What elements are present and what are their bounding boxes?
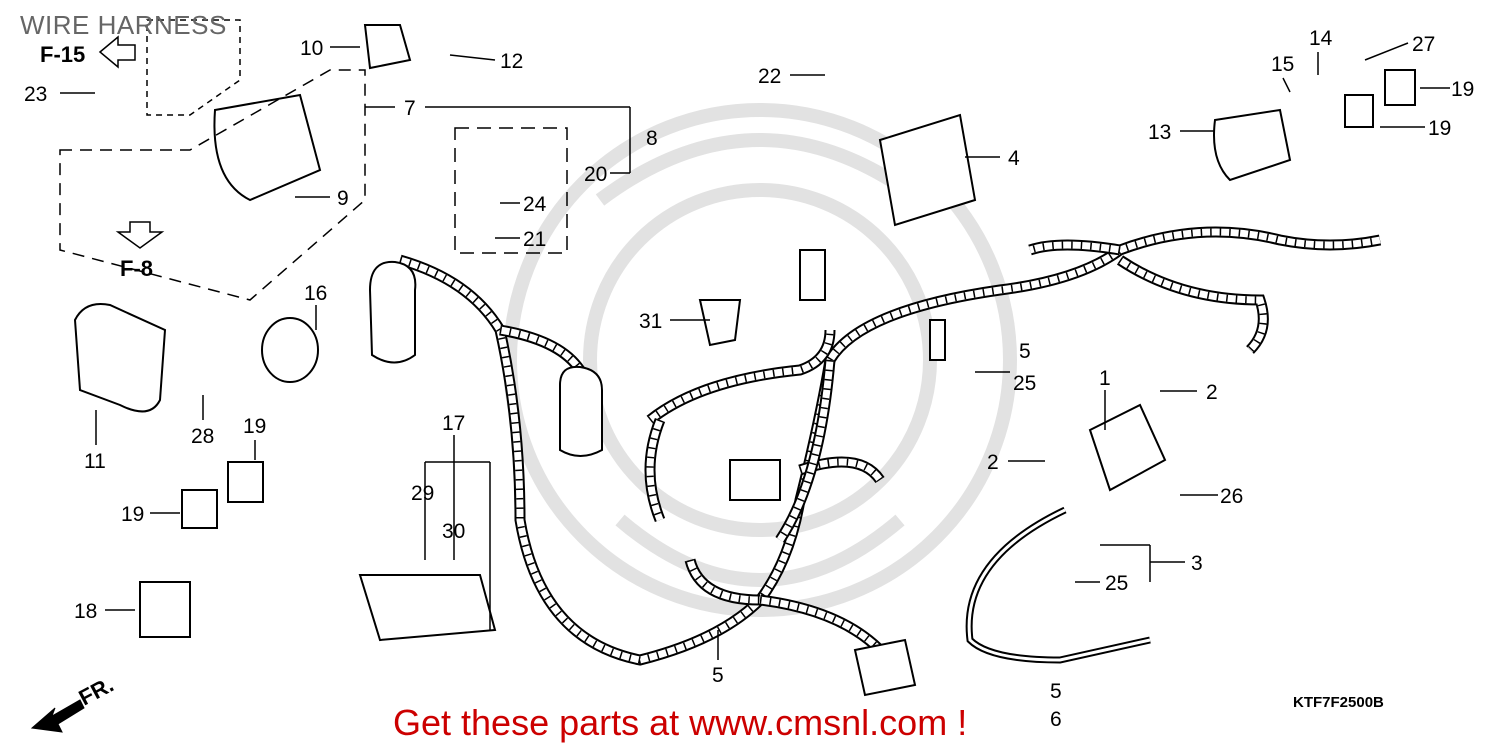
condenser-part [559,365,603,457]
part-callout-19[interactable]: 19 [1428,117,1451,140]
starter-relay-part [1088,403,1167,492]
clamp-5-part [929,319,946,361]
assembly-outline [59,69,366,301]
part-callout-20[interactable]: 20 [584,163,607,186]
promo-link[interactable]: Get these parts at www.cmsnl.com ! [393,702,968,743]
part-callout-22[interactable]: 22 [758,65,781,88]
wire-harness-drawing [398,226,1382,666]
clamp-31-part [698,299,742,347]
part-callout-14[interactable]: 14 [1309,27,1333,50]
part-callout-30[interactable]: 30 [442,520,465,543]
grommet-10-part [363,24,412,70]
part-callout-12[interactable]: 12 [500,50,523,73]
part-callout-28[interactable]: 28 [191,425,214,448]
connector-5-part [853,638,917,697]
leader-line [1282,77,1291,93]
part-callout-5[interactable]: 5 [712,664,724,687]
page-reference-F-8[interactable]: F-8 [120,256,153,281]
page-reference-F-15[interactable]: F-15 [40,42,85,67]
part-callout-5[interactable]: 5 [1050,680,1062,703]
part-callout-3[interactable]: 3 [1191,552,1203,575]
coupler-part [799,249,826,301]
part-callout-2[interactable]: 2 [987,451,999,474]
part-callout-19[interactable]: 19 [1451,78,1474,101]
fuse-box-part [358,574,497,642]
part-callout-1[interactable]: 1 [1099,367,1111,390]
part-callout-29[interactable]: 29 [411,482,434,505]
relay-19-part [1384,69,1416,106]
relay-19-part [227,461,264,503]
arrow-left-icon [98,35,136,69]
part-callout-25[interactable]: 25 [1105,572,1128,595]
part-callout-23[interactable]: 23 [24,83,47,106]
part-callout-31[interactable]: 31 [639,310,662,333]
condenser-part [368,260,417,364]
part-callout-24[interactable]: 24 [523,193,547,216]
cover-11-part [73,303,167,413]
diagram-code: KTF7F2500B [1293,694,1384,711]
part-callout-9[interactable]: 9 [337,187,349,210]
relay-19-part [1344,94,1374,128]
diagram-title: WIRE HARNESS [20,10,227,40]
part-callout-6[interactable]: 6 [1050,708,1062,731]
relay-13-part [1213,108,1292,182]
front-direction-arrow-icon [30,699,85,733]
part-callout-13[interactable]: 13 [1148,121,1171,144]
regulator-part [878,113,977,227]
part-callout-10[interactable]: 10 [300,37,323,60]
part-callout-7[interactable]: 7 [404,97,416,120]
part-callout-5[interactable]: 5 [1019,340,1031,363]
part-callout-18[interactable]: 18 [74,600,97,623]
leader-line [449,54,496,61]
part-callout-21[interactable]: 21 [523,228,546,251]
detail-outline [146,19,241,116]
connector-part [729,459,781,501]
harness-wire [646,329,836,425]
relay-18-part [139,581,191,638]
part-callout-26[interactable]: 26 [1220,485,1243,508]
part-callout-19[interactable]: 19 [121,503,144,526]
arrow-down-icon [115,221,165,249]
ignition-switch-part [213,93,322,202]
part-callout-27[interactable]: 27 [1412,33,1435,56]
relay-19-part [181,489,218,529]
subassembly-outline [454,127,568,254]
part-callout-4[interactable]: 4 [1008,147,1020,170]
part-callout-2[interactable]: 2 [1206,381,1218,404]
parts-drawings [30,19,1416,733]
leader-line [1364,42,1409,61]
horn-part [261,317,319,383]
part-callout-15[interactable]: 15 [1271,53,1294,76]
part-callout-11[interactable]: 11 [84,450,106,473]
part-callout-16[interactable]: 16 [304,282,327,305]
part-callout-17[interactable]: 17 [442,412,465,435]
part-callout-19[interactable]: 19 [243,415,266,438]
part-callout-8[interactable]: 8 [646,127,658,150]
part-callout-25[interactable]: 25 [1013,372,1036,395]
